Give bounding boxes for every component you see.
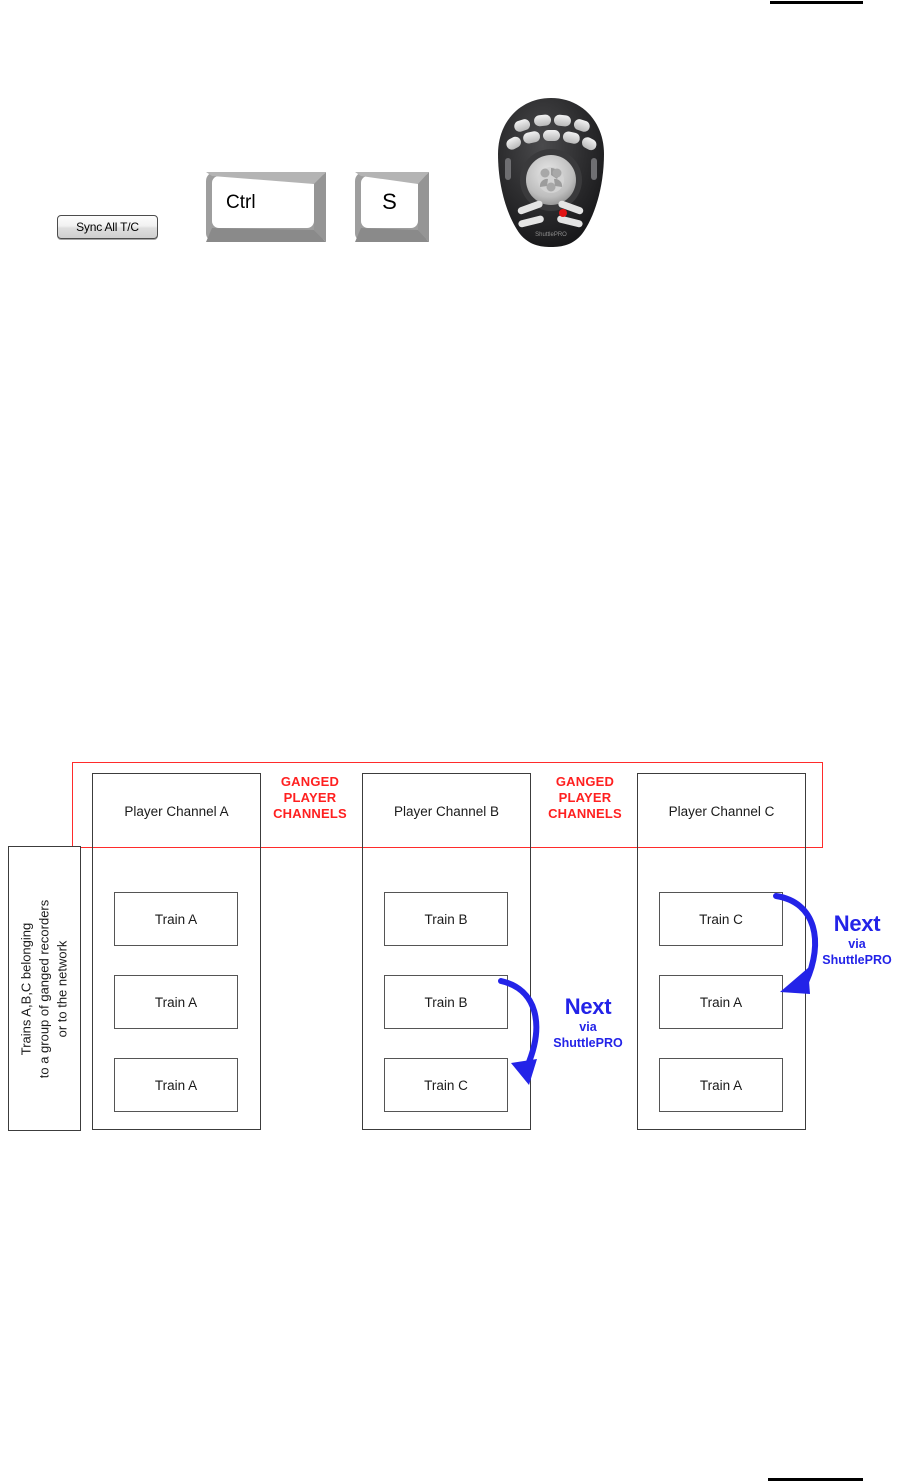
next-annotation-c-via: via [848,937,866,951]
next-annotation-b: Next via ShuttlePRO [536,995,640,1051]
keyboard-key-s[interactable]: S [355,172,429,242]
key-bevel-ctrl [206,172,326,242]
keyboard-key-ctrl[interactable]: Ctrl [206,172,326,242]
table-row[interactable]: Train B [384,892,508,946]
ganged-label-ab-line3: CHANNELS [273,806,347,821]
network-note-line2: to a group of ganged recorders [36,899,52,1078]
key-label-ctrl: Ctrl [226,191,256,213]
key-cap-ctrl: Ctrl [212,176,314,228]
table-row[interactable]: Train A [114,975,238,1029]
next-annotation-c-main: Next [833,911,881,936]
player-channel-c-title: Player Channel C [668,804,775,819]
table-row[interactable]: Train C [659,892,783,946]
table-row[interactable]: Train A [114,1058,238,1112]
ganged-label-bc-line1: GANGED [555,774,615,789]
player-channel-b-column: Player Channel B Train B Train B Train C [362,773,531,1130]
table-row[interactable]: Train A [659,1058,783,1112]
next-annotation-b-device: ShuttlePRO [553,1036,623,1050]
ganged-label-ab-line1: GANGED [280,774,340,789]
next-annotation-c-device: ShuttlePRO [822,953,892,967]
key-cap-s: S [361,176,418,228]
key-bevel-s [355,172,429,242]
ganged-label-ab-line2: PLAYER [283,790,337,805]
table-row[interactable]: Train B [384,975,508,1029]
ganged-label-bc: GANGED PLAYER CHANNELS [530,774,640,822]
ganged-label-ab: GANGED PLAYER CHANNELS [255,774,365,822]
ganged-label-bc-line2: PLAYER [558,790,612,805]
ganged-group-outline [72,762,823,848]
player-channel-c-column: Player Channel C Train C Train A Train A [637,773,806,1130]
network-note-text: Trains A,B,C belonging to a group of gan… [18,899,72,1078]
network-note-line3: or to the network [54,940,70,1037]
ganged-label-bc-line3: CHANNELS [548,806,622,821]
shuttlepro-brand-text: ShuttlePRO [535,232,567,238]
crop-mark-bottom [768,1478,863,1481]
next-annotation-c: Next via ShuttlePRO [805,912,909,968]
network-note-box: Trains A,B,C belonging to a group of gan… [8,846,81,1131]
player-channel-a-column: Player Channel A Train A Train A Train A [92,773,261,1130]
sync-all-tc-button[interactable]: Sync All T/C [57,215,158,239]
next-annotation-b-main: Next [564,994,612,1019]
shuttlepro-device-image: ShuttlePRO [494,96,608,248]
table-row[interactable]: Train A [114,892,238,946]
network-note-line1: Trains A,B,C belonging [18,922,34,1055]
table-row[interactable]: Train C [384,1058,508,1112]
table-row[interactable]: Train A [659,975,783,1029]
crop-mark-top [770,1,863,4]
ganged-player-channels-diagram: GANGED PLAYER CHANNELS GANGED PLAYER CHA… [0,740,909,1150]
player-channel-a-title: Player Channel A [124,804,229,819]
shuttlepro-icon: ShuttlePRO [498,98,604,247]
player-channel-b-title: Player Channel B [393,804,500,819]
key-label-s: S [382,189,397,214]
next-annotation-b-via: via [579,1020,597,1034]
